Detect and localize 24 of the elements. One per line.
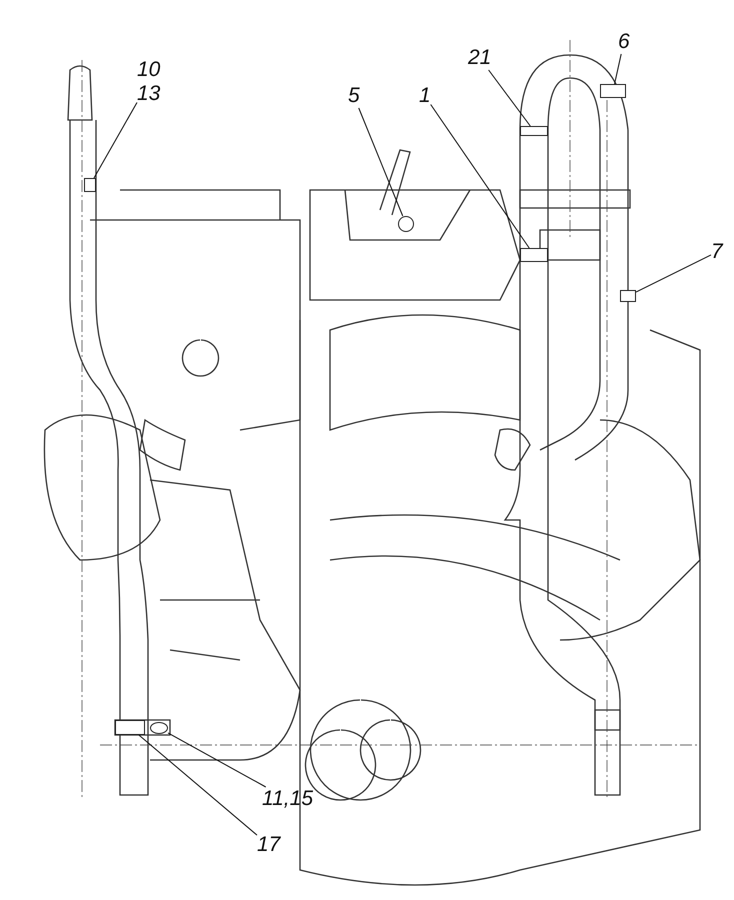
part-marker: [84, 178, 96, 192]
part-marker: [620, 290, 636, 302]
callout-number: 13: [137, 82, 160, 106]
callout-number: 6: [618, 30, 630, 54]
part-marker: [520, 248, 548, 262]
callout-number: 21: [468, 46, 492, 70]
leader-line: [614, 54, 622, 84]
leader-line: [94, 102, 138, 178]
leader-line: [358, 108, 404, 216]
callout-number: 17: [257, 833, 280, 857]
leader-line: [138, 734, 258, 836]
callout-number: 1: [419, 84, 431, 108]
part-marker: [520, 126, 548, 136]
leader-line: [488, 70, 531, 126]
callout-number: 7: [711, 240, 723, 264]
leader-line: [430, 104, 530, 248]
callout-number: 5: [348, 84, 360, 108]
bolt-marker: [398, 216, 414, 232]
leader-line: [636, 254, 712, 293]
part-marker: [115, 720, 145, 735]
leader-line: [168, 732, 266, 788]
part-marker: [600, 84, 626, 98]
bolt-marker: [150, 722, 168, 734]
callout-number: 10: [137, 58, 160, 82]
